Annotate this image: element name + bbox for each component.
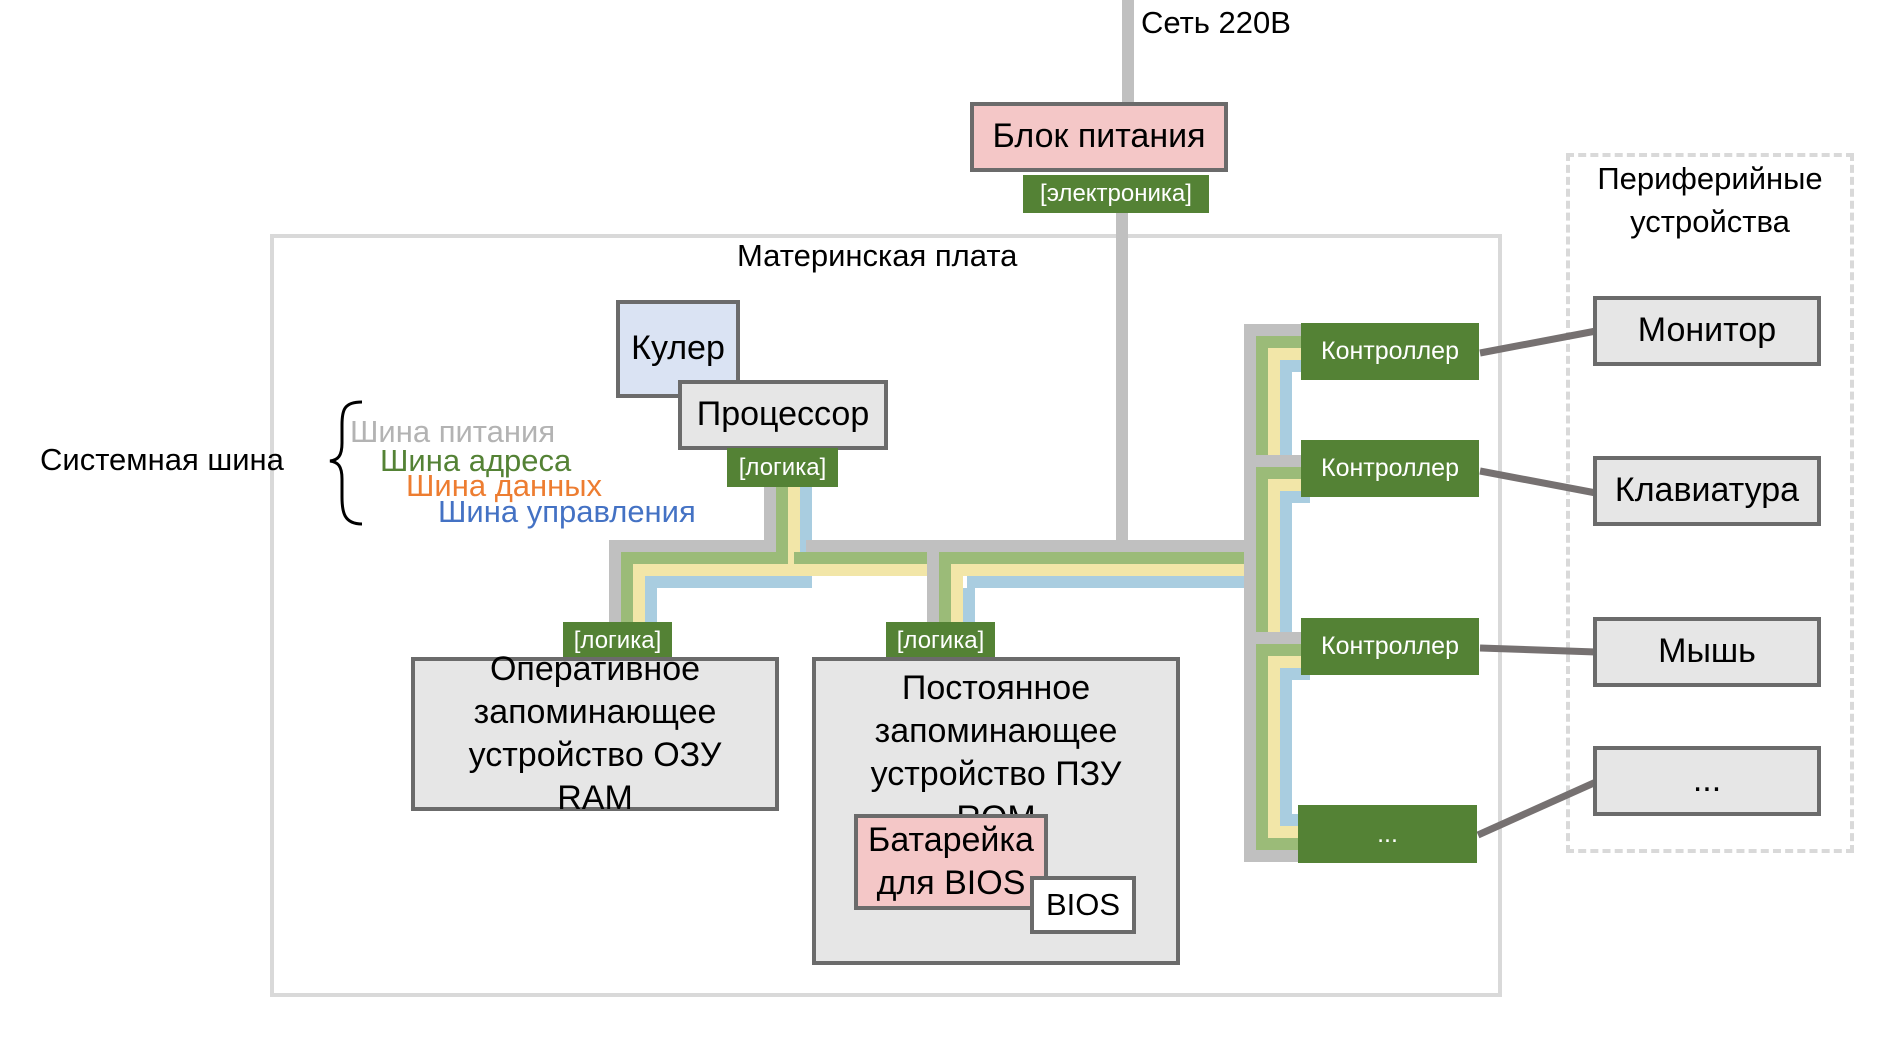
mains-label: Сеть 220В (1141, 5, 1291, 40)
peripherals-frame (1566, 153, 1854, 853)
cpu-label: Процессор (696, 395, 870, 434)
ram-label: Оперативное запоминающее устройство ОЗУ … (468, 649, 722, 818)
rom-box: Постоянное запоминающее устройство ПЗУ R… (812, 657, 1180, 965)
controller-bus (1244, 330, 1310, 862)
motherboard-label: Материнская плата (737, 238, 1018, 273)
power-supply-box: Блок питания (970, 102, 1228, 172)
cpu-box: Процессор (678, 380, 888, 450)
cable-keyboard (1479, 467, 1597, 497)
controller-other: ... (1298, 805, 1477, 863)
device-monitor-label: Монитор (1637, 311, 1777, 350)
device-keyboard: Клавиатура (1593, 456, 1821, 526)
ram-box: Оперативное запоминающее устройство ОЗУ … (411, 650, 779, 817)
cable-mouse (1479, 644, 1597, 656)
rom-label: Постоянное запоминающее устройство ПЗУ R… (870, 669, 1122, 837)
bios-label: BIOS (1045, 887, 1121, 923)
device-keyboard-label: Клавиатура (1614, 471, 1800, 510)
system-bus-brace (329, 400, 363, 526)
cooler-label: Кулер (631, 329, 725, 368)
psu-tag: [электроника] (1023, 175, 1209, 213)
bios-box: BIOS (1030, 876, 1136, 934)
main-bus-trunk (794, 324, 1310, 624)
device-mouse-label: Мышь (1658, 632, 1756, 671)
device-other: ... (1593, 746, 1821, 816)
controller-keyboard: Контроллер (1301, 440, 1479, 497)
cpu-ram-bus (609, 487, 812, 624)
device-monitor: Монитор (1593, 296, 1821, 366)
rom-tag: [логика] (886, 622, 995, 660)
motherboard-frame (270, 234, 1502, 997)
device-other-label: ... (1692, 761, 1722, 800)
legend-address-bus: Шина адреса (380, 443, 572, 478)
cable-other (1476, 778, 1598, 839)
power-supply-label: Блок питания (992, 117, 1206, 156)
bios-battery-label: Батарейка для BIOS (868, 820, 1034, 902)
device-mouse: Мышь (1593, 617, 1821, 687)
legend-data-bus: Шина данных (406, 468, 603, 503)
cable-monitor (1479, 327, 1597, 357)
bios-battery-box: Батарейка для BIOS (854, 814, 1048, 910)
controller-mouse: Контроллер (1301, 618, 1479, 675)
controller-monitor: Контроллер (1301, 323, 1479, 380)
legend-power-bus: Шина питания (350, 414, 556, 449)
system-bus-label: Системная шина (40, 442, 284, 477)
cpu-tag: [логика] (727, 448, 838, 487)
legend-control-bus: Шина управления (438, 494, 696, 529)
peripherals-label: Периферийные устройства (1597, 161, 1823, 240)
ram-tag: [логика] (563, 622, 672, 660)
